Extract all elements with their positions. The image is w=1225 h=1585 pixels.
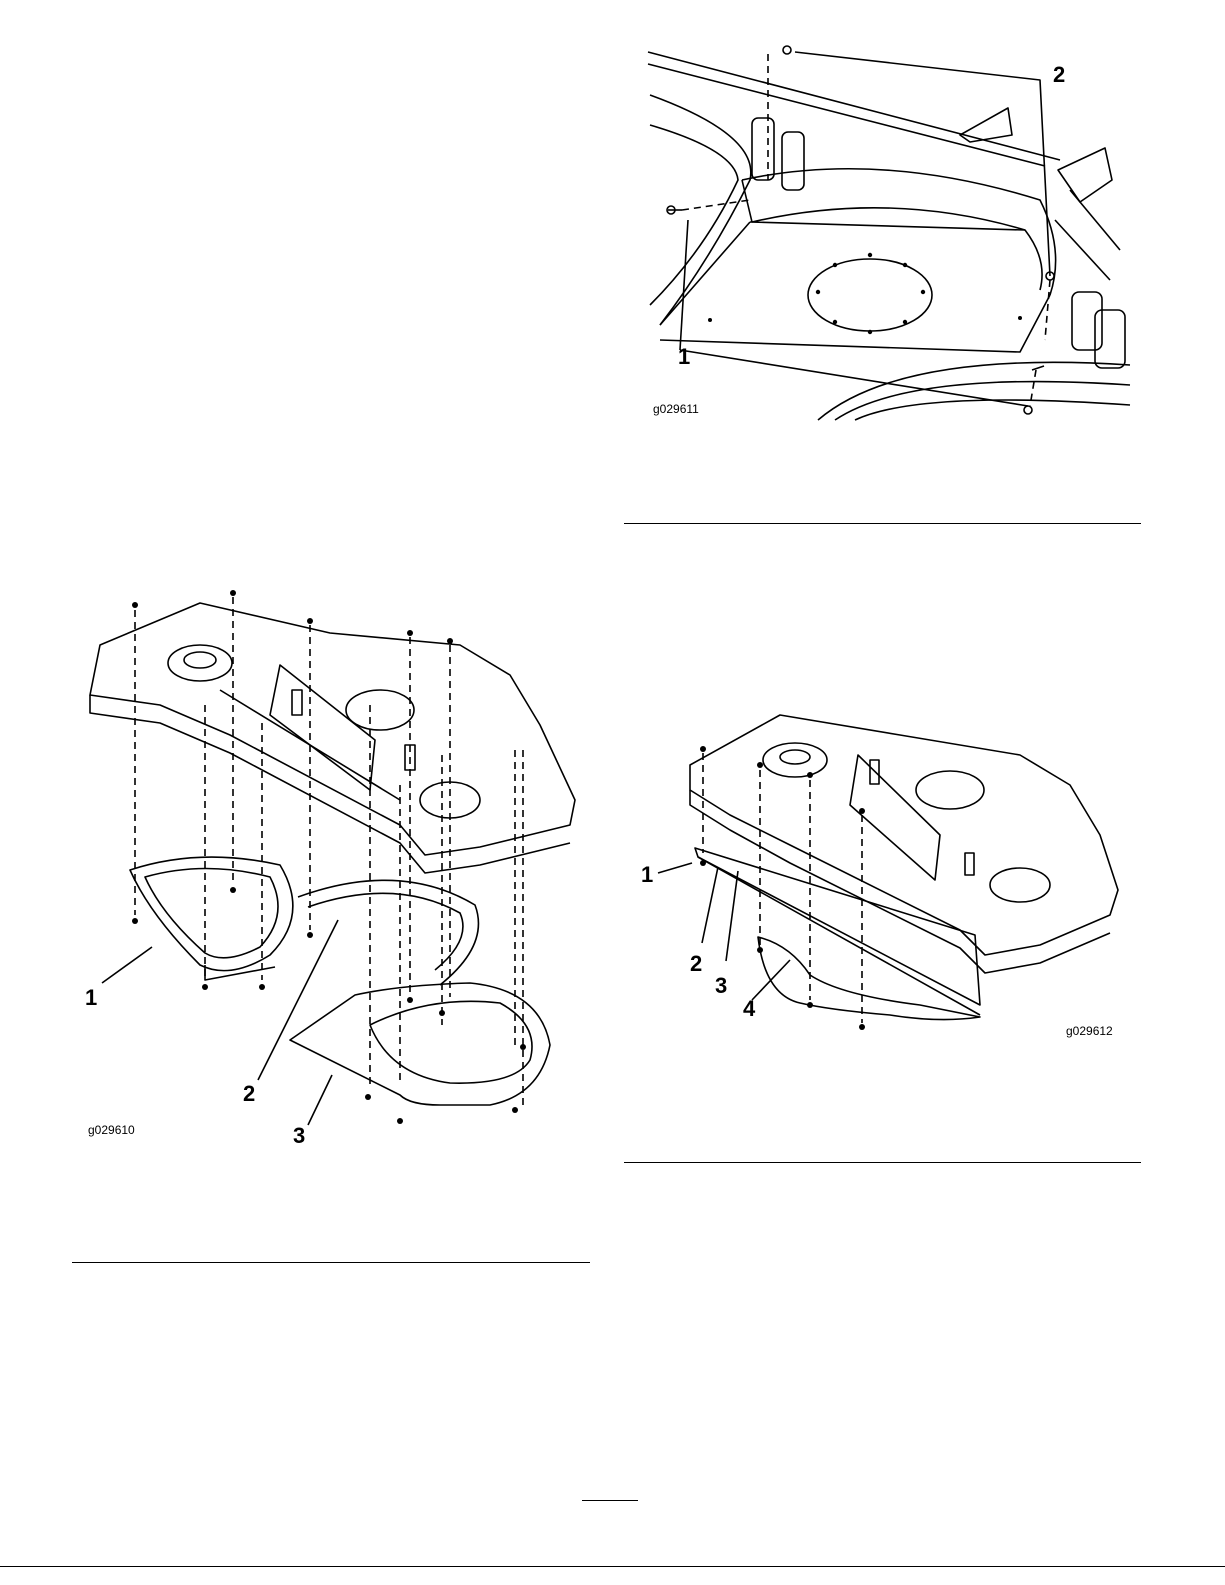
figure-g029611 bbox=[640, 40, 1140, 430]
figure-separator-rule bbox=[624, 1162, 1141, 1163]
figure-id-label: g029610 bbox=[88, 1124, 135, 1136]
figure-separator-rule bbox=[72, 1262, 590, 1263]
deck-baffle-bolts-illustration bbox=[640, 40, 1140, 430]
figure-g029610 bbox=[70, 585, 590, 1145]
callout-2: 2 bbox=[690, 953, 702, 975]
callout-1: 1 bbox=[85, 987, 97, 1009]
figure-id-label: g029611 bbox=[653, 403, 699, 415]
callout-1: 1 bbox=[678, 346, 690, 368]
callout-4: 4 bbox=[743, 998, 755, 1020]
footer-rule bbox=[0, 1566, 1225, 1567]
figure-id-label: g029612 bbox=[1066, 1025, 1113, 1037]
deck-baffles-exploded-illustration bbox=[70, 585, 590, 1145]
callout-3: 3 bbox=[715, 975, 727, 997]
callout-2: 2 bbox=[1053, 64, 1065, 86]
callout-1: 1 bbox=[641, 864, 653, 886]
callout-3: 3 bbox=[293, 1125, 305, 1147]
page-number-rule bbox=[582, 1500, 638, 1501]
figure-separator-rule bbox=[624, 523, 1141, 524]
callout-2: 2 bbox=[243, 1083, 255, 1105]
